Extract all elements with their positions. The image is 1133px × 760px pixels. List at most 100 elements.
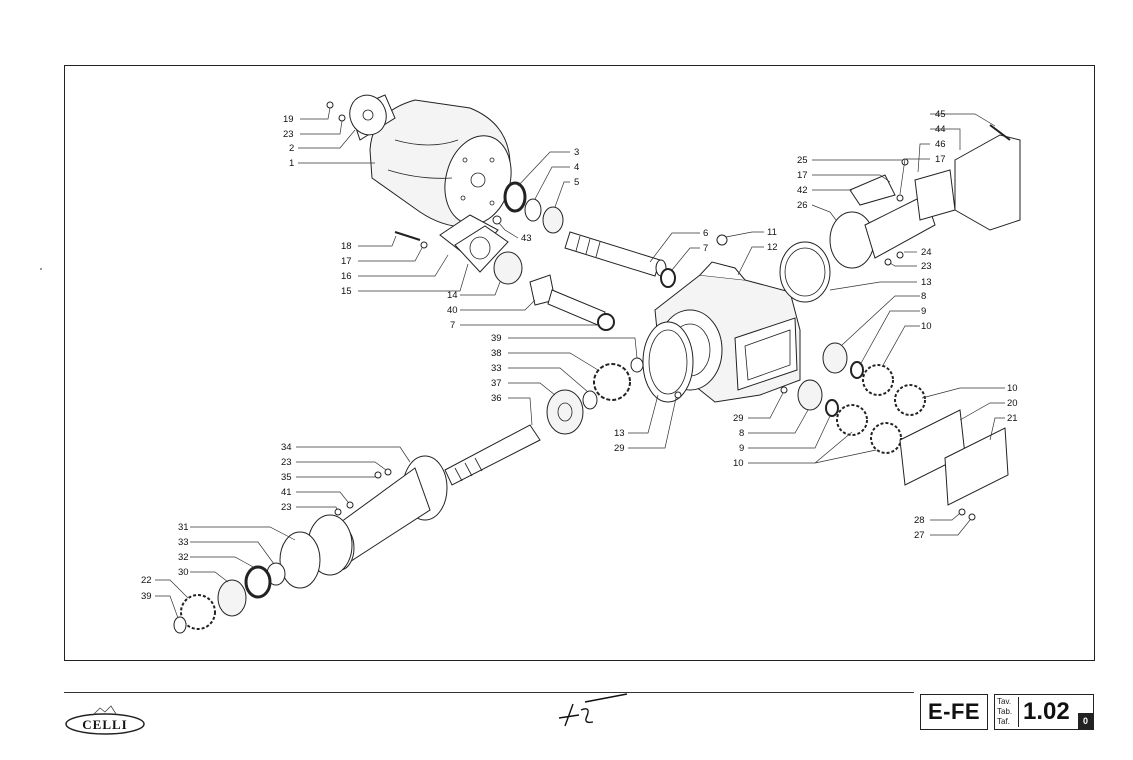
callout-label: 3 <box>574 147 579 158</box>
seal-ring <box>503 181 527 213</box>
callout-label: 1 <box>289 158 294 169</box>
callout-label: 37 <box>491 378 502 389</box>
logo-wordmark: CELLI <box>82 717 127 732</box>
callout-label: 11 <box>767 227 777 238</box>
gear-10-right <box>894 384 926 416</box>
callout-label: 8 <box>921 291 926 302</box>
callout-label: 9 <box>739 443 744 454</box>
gasket-13-left <box>642 321 694 403</box>
callout-label: 18 <box>341 241 352 252</box>
washer-23-mid <box>384 468 392 476</box>
callout-label: 39 <box>141 591 152 602</box>
table-word: Taf. <box>997 717 1010 726</box>
callout-label: 44 <box>935 124 946 135</box>
callout-label: 2 <box>289 143 294 154</box>
callout-label: 27 <box>914 530 925 541</box>
ring-39-lower <box>173 616 187 634</box>
ring-39 <box>630 357 644 373</box>
gasket-plates <box>439 214 509 273</box>
callout-label: 29 <box>614 443 625 454</box>
gear-22 <box>180 594 216 630</box>
plug-11 <box>716 234 728 246</box>
callout-label: 34 <box>281 442 292 453</box>
callout-label: 41 <box>281 487 292 498</box>
callout-label: 10 <box>733 458 744 469</box>
washer-28 <box>958 508 966 516</box>
callout-label: 43 <box>521 233 532 244</box>
callout-label: 8 <box>739 428 744 439</box>
screw-35 <box>374 471 382 479</box>
callout-label: 9 <box>921 306 926 317</box>
bearing-14 <box>493 251 523 285</box>
callout-label: 13 <box>921 277 932 288</box>
callout-label: 26 <box>797 200 808 211</box>
callout-label: 10 <box>921 321 932 332</box>
drawing-code-box: E-FE <box>920 694 988 730</box>
leader-lines <box>155 107 1005 619</box>
callout-label: 28 <box>914 515 925 526</box>
callout-label: 20 <box>1007 398 1018 409</box>
callout-label: 7 <box>450 320 455 331</box>
callout-label: 39 <box>491 333 502 344</box>
screw <box>326 101 334 109</box>
screw-24 <box>896 251 904 259</box>
revision-badge: 0 <box>1078 713 1093 729</box>
callout-label: 23 <box>281 457 292 468</box>
motor-flange-plate <box>349 94 396 141</box>
callout-label: 40 <box>447 305 458 316</box>
callout-label: 46 <box>935 139 946 150</box>
callout-label: 16 <box>341 271 352 282</box>
bearing <box>542 206 564 234</box>
gear-10-lower <box>836 404 868 436</box>
callout-label: 17 <box>797 170 808 181</box>
callout-label: 42 <box>797 185 808 196</box>
callout-label: 45 <box>935 109 946 120</box>
callout-label: 31 <box>178 522 189 533</box>
callout-label: 6 <box>703 228 708 239</box>
callout-label: 21 <box>1007 413 1018 424</box>
callout-label: 23 <box>281 502 292 513</box>
callout-label: 38 <box>491 348 502 359</box>
callout-label: 23 <box>921 261 932 272</box>
table-word: Tav. <box>997 697 1012 706</box>
gasket-31 <box>279 531 321 589</box>
signature <box>558 693 628 727</box>
washer-17-right <box>896 194 904 202</box>
bolt-45 <box>989 124 1011 141</box>
callout-label: 10 <box>1007 383 1018 394</box>
callout-label: 5 <box>574 177 579 188</box>
table-word: Tab. <box>997 707 1013 716</box>
callout-label: 12 <box>767 242 778 253</box>
callout-label: 23 <box>283 129 294 140</box>
pinion-shaft <box>529 274 606 327</box>
callout-label: 19 <box>283 114 294 125</box>
bearing-8-lower <box>797 379 823 411</box>
table-number: 1.02 <box>1023 698 1070 725</box>
celli-logo: CELLI <box>65 705 145 735</box>
sprocket-38 <box>593 363 631 401</box>
motor-housing <box>369 99 512 228</box>
output-shaft-36 <box>444 424 541 486</box>
ring-9 <box>850 361 864 379</box>
bracket-42 <box>849 174 896 206</box>
drawing-frame <box>64 65 1095 661</box>
ring-9-lower <box>825 399 839 417</box>
bearing-8 <box>822 342 848 374</box>
spacer-33 <box>582 390 598 410</box>
scan-speck <box>40 268 42 270</box>
gasket-13-right <box>779 241 831 303</box>
gear-10-upper <box>862 364 894 396</box>
spacer-ring <box>524 198 542 222</box>
drawing-code: E-FE <box>927 699 981 724</box>
circlip <box>660 268 676 288</box>
callout-label: 25 <box>797 155 808 166</box>
washer-17 <box>420 241 428 249</box>
bearing-30 <box>217 579 247 617</box>
callout-label: 17 <box>935 154 946 165</box>
callout-label: 32 <box>178 552 189 563</box>
cover-21 <box>944 427 1009 506</box>
footer-rule <box>64 692 914 693</box>
screw-41 <box>346 501 354 509</box>
washer <box>338 114 346 122</box>
